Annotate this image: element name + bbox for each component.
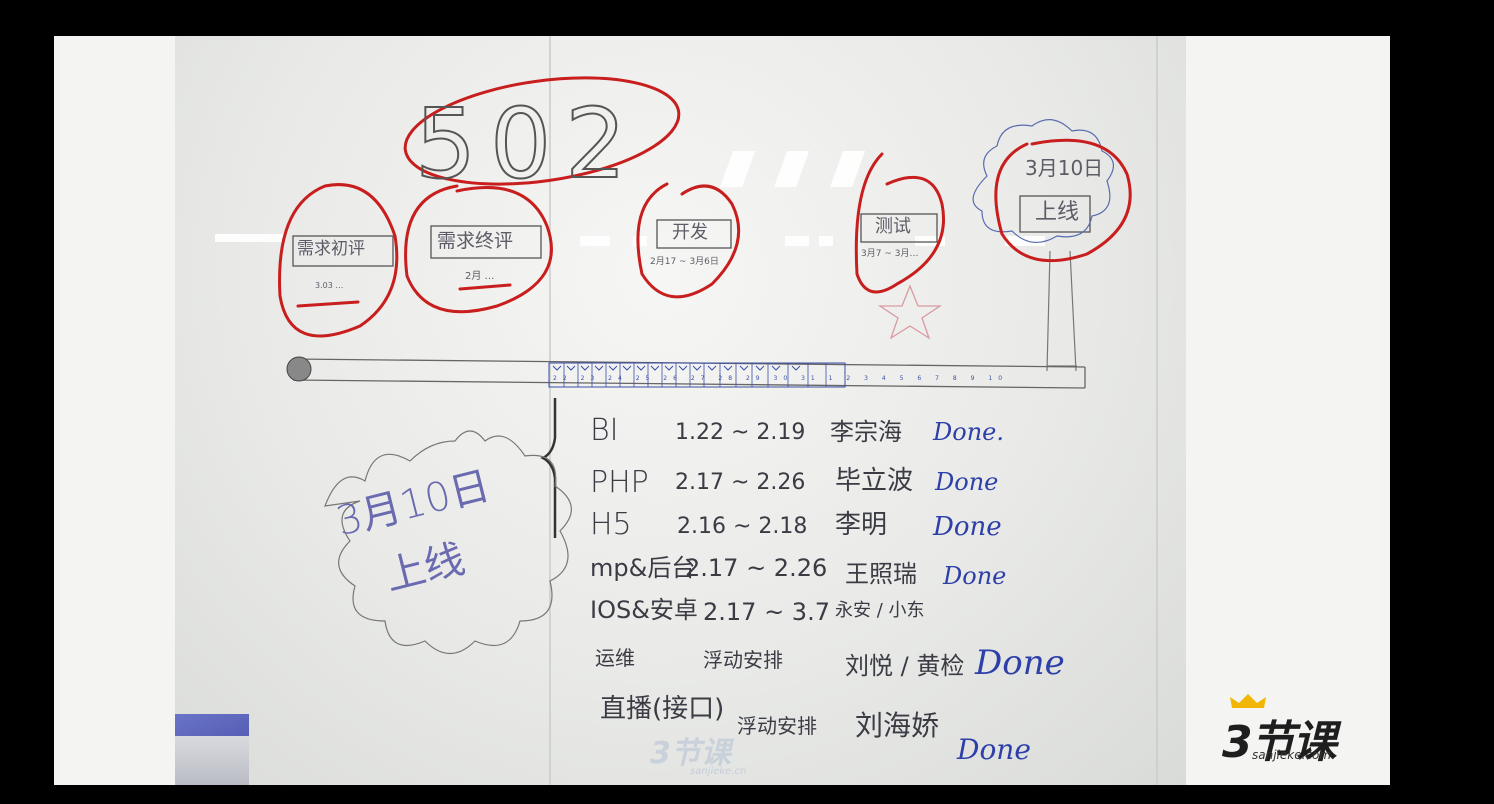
stage-date-requirement-initial: 3.03 … (315, 281, 344, 290)
task-dates: 浮动安排 (703, 648, 783, 672)
task-dates: 2.17 ~ 2.26 (675, 470, 806, 495)
tick-label: 8 (952, 375, 963, 382)
stage-date-launch: 3月10日 (1025, 156, 1104, 180)
stage-boxes (292, 195, 1091, 267)
task-owner: 毕立波 (835, 466, 914, 496)
red-marker-circles (278, 76, 1132, 338)
crown-icon (1230, 694, 1266, 708)
tick-label: 1 (828, 375, 839, 382)
task-module: IOS&安卓 (590, 596, 698, 624)
tick-label: 6 (917, 375, 928, 382)
brand-logo: 3节课 sanjieke.com (1222, 694, 1362, 768)
whiteboard-photo: 502 需求初评 3.03 … 需求终评 2月 … 开发 2月17 ~ 3月6日… (175, 36, 1186, 785)
stage-label-test: 测试 (875, 216, 911, 237)
tick-label: 7 (935, 375, 945, 382)
timeline-bar (286, 356, 1086, 389)
tick-label: 24 (608, 375, 628, 382)
watermark-site: sanjieke.cn (690, 766, 747, 777)
tick-label: 3 (864, 375, 874, 382)
task-owner: 李明 (835, 510, 888, 540)
bracket (540, 398, 557, 538)
logo-site-text: sanjieke.com (1252, 748, 1332, 762)
light-reflections (215, 151, 1045, 246)
desk-tray-paper (175, 736, 249, 785)
tick-label: 9 (970, 375, 981, 382)
stage-label-requirement-final: 需求终评 (437, 230, 514, 252)
task-owner: 李宗海 (830, 418, 902, 446)
task-owner: 刘悦 / 黄检 (845, 652, 965, 680)
task-dates: 2.16 ~ 2.18 (677, 514, 808, 539)
tick-label: 26 (663, 375, 683, 382)
task-module: PHP (590, 465, 649, 500)
task-dates: 2.17 ~ 3.7 (703, 598, 830, 626)
task-module: H5 (590, 507, 632, 542)
tick-label: 29 (745, 375, 766, 382)
burst-cloud (324, 430, 572, 655)
stage-label-dev: 开发 (672, 222, 708, 243)
task-dates: 浮动安排 (737, 714, 817, 738)
tick-label: 31 (801, 375, 821, 382)
task-status: Done (943, 562, 1007, 590)
task-status: Done. (933, 418, 1004, 446)
task-owner: 永安 / 小东 (835, 600, 925, 621)
tick-label: 23 (580, 375, 601, 382)
star-doodle (877, 284, 943, 340)
task-module: BI (590, 413, 619, 448)
tick-label: 5 (899, 375, 910, 382)
stage-label-requirement-initial: 需求初评 (297, 239, 365, 259)
logo-brand-text: 3节课 (1222, 717, 1337, 768)
task-status: Done (935, 468, 999, 496)
tree-sketch (972, 119, 1114, 372)
tick-label: 27 (690, 375, 711, 382)
tick-label: 22 (553, 375, 573, 382)
task-owner: 刘海娇 (855, 709, 940, 742)
stage-date-dev: 2月17 ~ 3月6日 (650, 257, 719, 267)
tick-label: 10 (988, 375, 1009, 382)
tick-label: 25 (635, 375, 656, 382)
stage-date-requirement-final: 2月 … (465, 271, 495, 282)
task-module: 直播(接口) (600, 694, 725, 724)
tick-label: 2 (846, 375, 857, 382)
task-status: Done (933, 512, 1002, 542)
stage-label-launch: 上线 (1035, 200, 1080, 225)
stage-date-test: 3月7 ~ 3月… (861, 249, 919, 259)
task-module: mp&后台 (590, 554, 696, 582)
task-dates: 2.17 ~ 2.26 (685, 554, 828, 582)
task-module: 运维 (595, 646, 635, 670)
whiteboard-drawing (215, 36, 1158, 785)
timeline-tick-labels: 22 23 24 25 26 27 28 29 30 31 1 2 3 4 5 … (553, 376, 1008, 382)
task-status: Done (975, 643, 1065, 683)
task-owner: 王照瑞 (845, 560, 917, 588)
tick-label: 28 (718, 375, 739, 382)
watermark-brand: 3节课 (650, 736, 731, 771)
task-dates: 1.22 ~ 2.19 (675, 420, 806, 445)
task-status: Done (957, 733, 1031, 766)
room-number: 502 (414, 87, 641, 201)
tick-label: 30 (773, 375, 794, 382)
tick-label: 4 (881, 375, 892, 382)
